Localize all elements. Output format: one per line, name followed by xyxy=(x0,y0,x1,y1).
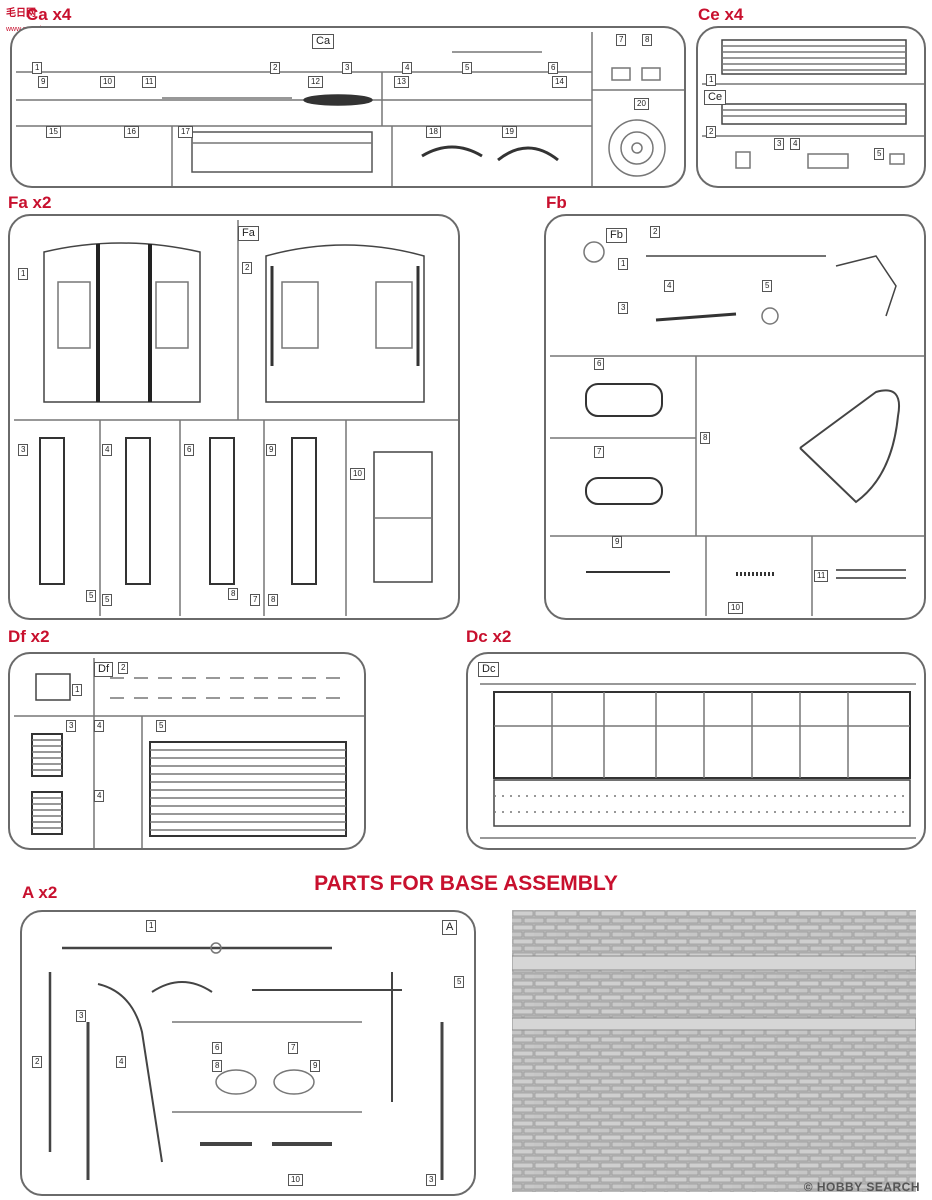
part-number: 17 xyxy=(178,126,193,138)
part-number: 2 xyxy=(270,62,281,74)
sprue-df: 1 Df 2 3 4 4 5 xyxy=(8,652,366,850)
part-number: 6 xyxy=(184,444,195,456)
part-number: 2 xyxy=(32,1056,43,1068)
sprue-a-drawing xyxy=(48,942,444,1180)
part-number: 7 xyxy=(594,446,605,458)
sprue-fb: Fb 1 2 3 4 5 6 7 8 9 10 11 xyxy=(544,214,926,620)
sprue-ce-code: Ce xyxy=(704,90,727,105)
hobby-search-credit: © HOBBY SEARCH xyxy=(803,1180,920,1194)
part-number: 9 xyxy=(38,76,49,88)
part-number: 4 xyxy=(664,280,675,292)
sprue-fa: Fa 1 2 3 4 5 5 6 7 8 8 9 10 xyxy=(8,214,460,620)
part-number: 12 xyxy=(308,76,323,88)
part-number: 1 xyxy=(72,684,83,696)
part-number: 2 xyxy=(118,662,129,674)
part-number: 8 xyxy=(268,594,279,606)
part-number: 10 xyxy=(350,468,365,480)
part-number: 1 xyxy=(32,62,43,74)
part-number: 14 xyxy=(552,76,567,88)
part-number: 4 xyxy=(790,138,801,150)
sprue-fb-drawing xyxy=(550,241,924,616)
part-number: 5 xyxy=(462,62,473,74)
sprue-fa-drawing xyxy=(14,220,458,616)
sprue-ca-label: Ca x4 xyxy=(26,5,72,24)
part-number: 8 xyxy=(642,34,653,46)
sprue-ca: Ca 1 2 3 4 5 6 7 8 9 10 11 12 13 14 15 1… xyxy=(10,26,686,188)
part-number: 2 xyxy=(706,126,717,138)
part-number: 3 xyxy=(18,444,29,456)
sprue-fa-label: Fa x2 xyxy=(8,193,52,212)
sprue-a-label: A x2 xyxy=(22,883,58,902)
part-number: 8 xyxy=(228,588,239,600)
part-number: 1 xyxy=(618,258,629,270)
part-number: 5 xyxy=(86,590,97,602)
part-number: 2 xyxy=(650,226,661,238)
part-number: 4 xyxy=(116,1056,127,1068)
part-number: 5 xyxy=(156,720,167,732)
site-logo: 毛日网 xyxy=(6,8,36,19)
part-number: 11 xyxy=(142,76,157,88)
part-number: 11 xyxy=(814,570,829,582)
part-number: 7 xyxy=(616,34,627,46)
sprue-ce-drawing xyxy=(702,39,924,169)
sprue-df-drawing xyxy=(14,658,364,848)
sprue-dc: Dc xyxy=(466,652,926,850)
part-number: 3 xyxy=(426,1174,437,1186)
part-number: 18 xyxy=(426,126,441,138)
part-number: 5 xyxy=(762,280,773,292)
part-number: 10 xyxy=(728,602,743,614)
part-number: 4 xyxy=(94,720,105,732)
sprue-dc-label: Dc x2 xyxy=(466,627,512,646)
part-number: 6 xyxy=(594,358,605,370)
part-number: 13 xyxy=(394,76,409,88)
sprue-dc-drawing xyxy=(480,683,916,839)
part-number: 19 xyxy=(502,126,517,138)
part-number: 5 xyxy=(454,976,465,988)
part-number: 8 xyxy=(700,432,711,444)
part-number: 4 xyxy=(94,790,105,802)
part-number: 10 xyxy=(100,76,115,88)
part-number: 7 xyxy=(288,1042,299,1054)
part-number: 3 xyxy=(66,720,77,732)
part-number: 1 xyxy=(18,268,29,280)
sprue-df-code: Df xyxy=(94,662,113,677)
section-banner: PARTS FOR BASE ASSEMBLY xyxy=(314,872,618,895)
part-number: 2 xyxy=(242,262,253,274)
part-number: 3 xyxy=(342,62,353,74)
part-number: 6 xyxy=(548,62,559,74)
paving-base-image xyxy=(512,910,916,1192)
part-number: 4 xyxy=(402,62,413,74)
part-number: 9 xyxy=(266,444,277,456)
part-number: 16 xyxy=(124,126,139,138)
sprue-a: 1 A 2 3 3 4 5 6 7 8 9 10 xyxy=(20,910,476,1196)
part-number: 1 xyxy=(706,74,717,86)
part-number: 3 xyxy=(774,138,785,150)
part-number: 6 xyxy=(212,1042,223,1054)
part-number: 15 xyxy=(46,126,61,138)
part-number: 3 xyxy=(76,1010,87,1022)
part-number: 9 xyxy=(310,1060,321,1072)
sprue-a-code: A xyxy=(442,920,458,935)
part-number: 9 xyxy=(612,536,623,548)
sprue-dc-code: Dc xyxy=(478,662,500,677)
part-number: 5 xyxy=(102,594,113,606)
sprue-fa-code: Fa xyxy=(238,226,259,241)
part-number: 1 xyxy=(146,920,157,932)
sprue-ca-code: Ca xyxy=(312,34,335,49)
sprue-fb-label: Fb xyxy=(546,193,567,212)
part-number: 20 xyxy=(634,98,649,110)
sprue-ce-label: Ce x4 xyxy=(698,5,744,24)
part-number: 3 xyxy=(618,302,629,314)
sprue-fb-code: Fb xyxy=(606,228,627,243)
part-number: 4 xyxy=(102,444,113,456)
part-number: 8 xyxy=(212,1060,223,1072)
part-number: 7 xyxy=(250,594,261,606)
sprue-df-label: Df x2 xyxy=(8,627,50,646)
sprue-ce: 1 Ce 2 3 4 5 xyxy=(696,26,926,188)
part-number: 10 xyxy=(288,1174,303,1186)
part-number: 5 xyxy=(874,148,885,160)
sprue-ca-drawing xyxy=(16,32,684,186)
